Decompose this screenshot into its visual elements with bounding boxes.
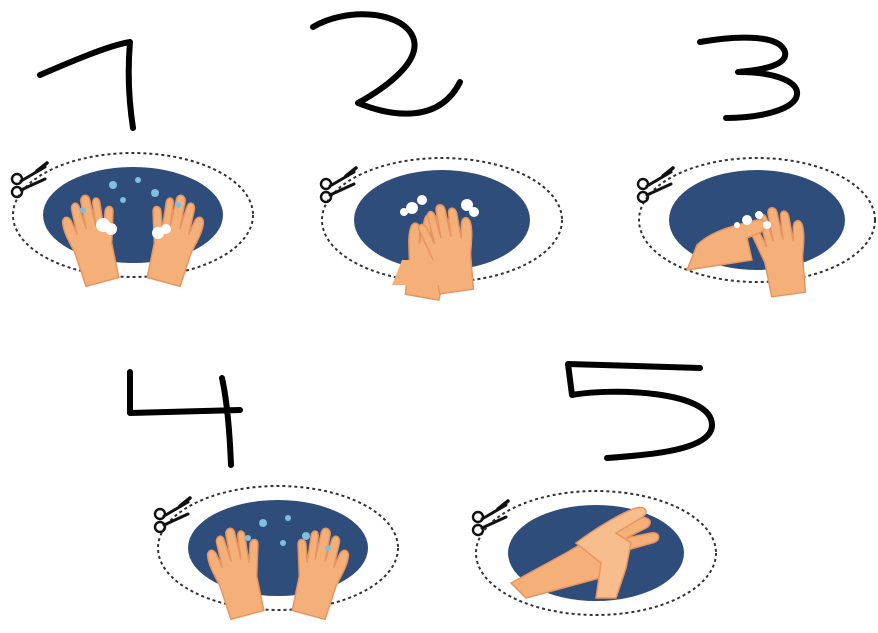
scissors-icon <box>155 498 190 532</box>
digit-3 <box>700 38 797 118</box>
scissors-icon <box>12 163 47 197</box>
step-card-2 <box>321 158 562 302</box>
step-card-1 <box>12 153 253 288</box>
step-card-4 <box>155 486 398 621</box>
digit-1 <box>40 42 133 128</box>
card-background <box>188 500 368 596</box>
digit-5 <box>568 364 712 458</box>
scissors-icon <box>638 168 673 202</box>
step-card-5 <box>473 491 716 615</box>
card-background <box>43 167 223 263</box>
scissors-icon <box>473 501 508 535</box>
scissors-icon <box>321 168 356 202</box>
step-card-3 <box>638 158 875 298</box>
digit-2 <box>313 14 460 113</box>
digit-4 <box>130 372 240 465</box>
